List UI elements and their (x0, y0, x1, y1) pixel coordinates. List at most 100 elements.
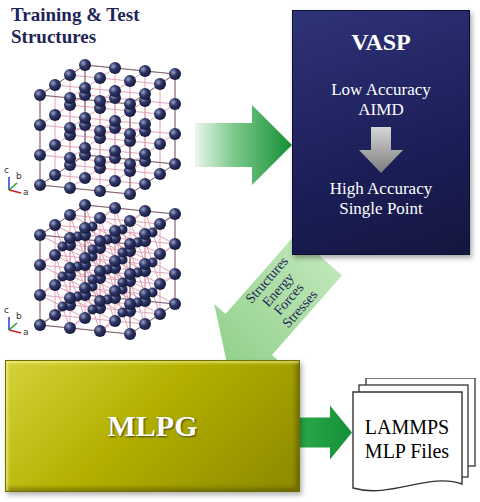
cell-outline (40, 65, 85, 95)
atom (154, 168, 166, 180)
atom (34, 89, 46, 101)
atom (34, 259, 46, 271)
atom (64, 122, 76, 134)
box-title: LAMMPS MLP Files (357, 415, 457, 463)
atom (49, 109, 61, 121)
atom (109, 285, 121, 297)
atom (109, 202, 121, 214)
atom (109, 115, 121, 127)
atom (94, 155, 106, 167)
atom (79, 172, 91, 184)
atom (109, 315, 121, 327)
atom (124, 328, 136, 340)
box-text: High Accuracy Single Point (319, 179, 444, 220)
atom (88, 305, 98, 315)
atom (64, 152, 76, 164)
atom (79, 112, 91, 124)
cell-outline (130, 244, 131, 334)
atom (109, 225, 121, 237)
atom (124, 158, 136, 170)
atom (94, 72, 106, 84)
cell-outline (40, 205, 85, 235)
axis-line (9, 183, 17, 190)
atom (169, 98, 181, 110)
atom (139, 288, 151, 300)
atom (79, 142, 91, 154)
atom (169, 298, 181, 310)
atom (49, 79, 61, 91)
page-front (353, 392, 462, 491)
atom (49, 169, 61, 181)
axis-label: a (23, 188, 29, 197)
atom (109, 145, 121, 157)
cell-outline (40, 155, 85, 185)
atom (94, 235, 106, 247)
atom (154, 78, 166, 90)
atom (64, 69, 76, 81)
atom (109, 175, 121, 187)
crystal-cube (34, 199, 181, 340)
atom (79, 222, 91, 234)
cell-outline (130, 74, 175, 104)
axis-indicator (9, 177, 21, 193)
atom (109, 85, 121, 97)
axis-line (9, 190, 21, 193)
crystal-cube (34, 59, 181, 200)
arrow-shape (359, 127, 403, 173)
cell-outline (175, 214, 176, 304)
atom (139, 65, 151, 77)
axis-label: c (4, 306, 9, 315)
atom (64, 182, 76, 194)
atom (139, 205, 151, 217)
atom (169, 268, 181, 280)
atom (79, 312, 91, 324)
atom (124, 268, 136, 280)
atom (139, 88, 151, 100)
atom (64, 232, 76, 244)
atom (79, 59, 91, 71)
cell-outline (85, 65, 86, 155)
atom (94, 265, 106, 277)
atom (154, 308, 166, 320)
atom (124, 98, 136, 110)
atom (58, 272, 68, 282)
cell-outline (40, 95, 41, 185)
atom (154, 218, 166, 230)
axis-line (9, 323, 17, 330)
crystal-structures (34, 59, 181, 340)
axis-label: b (16, 312, 22, 321)
atom (124, 238, 136, 250)
cell-outline (130, 104, 131, 194)
flow-arrow (195, 105, 292, 185)
atom (94, 185, 106, 197)
atom (124, 298, 136, 310)
atom (64, 92, 76, 104)
edge-label: Structures Energy Forces Stresses (243, 254, 325, 335)
cell-outline (175, 74, 176, 164)
atom (124, 128, 136, 140)
atom (58, 242, 68, 252)
box-title: MLPG (108, 409, 198, 443)
cell-outline (85, 205, 86, 295)
group-heading: Training & Test Structures (11, 4, 161, 48)
atom (124, 188, 136, 200)
atom (79, 282, 91, 294)
atom (139, 118, 151, 130)
atom (169, 158, 181, 170)
atom (118, 278, 128, 288)
atom (34, 149, 46, 161)
atom (34, 289, 46, 301)
atom (139, 228, 151, 240)
atom (79, 82, 91, 94)
atom (124, 215, 136, 227)
axis-label: c (4, 166, 9, 175)
process-box: MLPG (5, 360, 300, 492)
process-arrow (359, 127, 403, 173)
atom (118, 248, 128, 258)
atom (169, 208, 181, 220)
atom (49, 279, 61, 291)
axis-label: a (23, 328, 29, 337)
atom (64, 292, 76, 304)
